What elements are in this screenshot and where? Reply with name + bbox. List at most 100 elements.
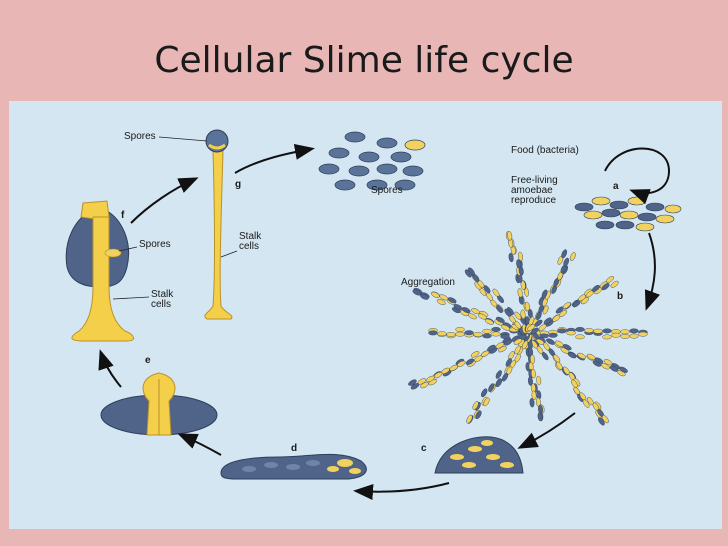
aggregating-amoeba	[543, 317, 552, 325]
label-free-living-1: Free-living	[511, 175, 558, 186]
aggregating-amoeba	[492, 288, 500, 297]
arrow-f-to-g	[130, 177, 199, 224]
aggregating-amoeba	[482, 328, 492, 334]
aggregating-amoeba	[536, 375, 542, 386]
aggregating-amoeba	[602, 415, 609, 424]
aggregating-amoeba	[619, 366, 628, 373]
aggregating-amoeba	[520, 280, 526, 290]
aggregating-amoeba	[610, 280, 619, 288]
arrow-b-to-c	[517, 412, 576, 449]
aggregating-amoeba	[483, 397, 490, 407]
aggregating-amoeba	[541, 289, 548, 299]
stage-label-a: a	[613, 181, 619, 192]
label-free-living-2: amoebae	[511, 185, 553, 196]
aggregating-amoeba	[606, 276, 614, 283]
label-stalk-g-2: cells	[239, 241, 259, 252]
aggregating-amoeba	[501, 372, 509, 382]
stage-label-b: b	[617, 291, 623, 302]
aggregating-amoeba	[629, 333, 639, 339]
aggregating-amoeba	[503, 339, 513, 346]
aggregating-amoeba	[498, 345, 507, 353]
aggregating-amoeba	[611, 332, 621, 338]
aggregating-amoeba	[475, 410, 482, 420]
aggregating-amoeba	[437, 331, 447, 337]
aggregating-amoeba	[436, 299, 446, 305]
aggregating-amoeba	[495, 316, 505, 323]
aggregating-amoeba	[638, 331, 648, 337]
stage-d-slug	[220, 453, 367, 480]
life-cycle-diagram: Spores g Stalk cells Spores Food (bacter…	[65, 129, 682, 500]
aggregating-amoeba	[569, 252, 576, 262]
aggregating-amoeba	[495, 378, 503, 388]
label-spores-cluster: Spores	[371, 185, 403, 196]
aggregating-amoeba	[481, 388, 488, 398]
aggregating-amoeba	[518, 334, 528, 340]
aggregating-amoeba	[620, 333, 630, 339]
aggregating-amoeba	[428, 330, 438, 336]
aggregating-amoeba	[598, 417, 605, 426]
aggregating-amoeba	[629, 328, 639, 334]
aggregating-amoeba	[455, 327, 465, 332]
spores-f-leader-line	[118, 246, 138, 252]
stage-b-aggregation	[408, 231, 648, 426]
aggregating-amoeba	[593, 328, 603, 334]
aggregating-amoeba	[541, 352, 549, 361]
aggregating-amoeba	[517, 288, 523, 298]
aggregating-amoeba	[594, 357, 604, 364]
aggregating-amoeba	[601, 363, 610, 370]
stalk-g-leader-line	[220, 250, 238, 258]
aggregating-amoeba	[426, 375, 435, 383]
stage-a-amoebae	[574, 196, 682, 232]
aggregating-amoeba	[530, 368, 536, 379]
slide-title: Cellular Slime life cycle	[154, 40, 574, 81]
aggregating-amoeba	[470, 351, 480, 358]
stage-e-culmination	[100, 372, 218, 436]
aggregating-amoeba	[500, 334, 510, 339]
aggregating-amoeba	[582, 399, 590, 408]
aggregating-amoeba	[486, 292, 494, 301]
aggregating-amoeba	[530, 327, 539, 335]
aggregating-amoeba	[518, 251, 523, 262]
aggregating-amoeba	[491, 331, 501, 337]
aggregating-amoeba	[482, 333, 492, 339]
aggregating-amoeba	[562, 302, 571, 309]
aggregating-amoeba	[446, 331, 456, 337]
stage-label-d: d	[291, 443, 297, 454]
arrow-d-to-e	[177, 433, 222, 456]
aggregating-amoeba	[534, 319, 543, 327]
aggregating-amoeba	[412, 289, 422, 296]
label-stalk-g-1: Stalk	[239, 231, 262, 242]
aggregating-amoeba	[602, 328, 612, 334]
aggregating-amoeba	[575, 326, 585, 332]
label-spores-top: Spores	[124, 131, 156, 142]
stage-f-fruiting-body	[65, 200, 134, 342]
aggregating-amoeba	[575, 334, 585, 340]
aggregating-amoeba	[571, 379, 578, 388]
aggregating-amoeba	[567, 352, 577, 359]
aggregating-amoeba	[488, 383, 495, 392]
aggregating-amoeba	[514, 345, 521, 355]
aggregating-amoeba	[584, 328, 594, 333]
aggregating-amoeba	[508, 252, 514, 263]
aggregating-amoeba	[507, 231, 513, 241]
aggregating-amoeba	[601, 283, 610, 291]
aggregating-amoeba	[527, 376, 533, 386]
aggregating-amoeba	[484, 318, 494, 325]
aggregating-amoeba	[501, 324, 510, 331]
aggregating-amoeba	[473, 331, 483, 337]
aggregating-amoeba	[466, 414, 473, 424]
aggregating-amoeba	[566, 330, 576, 336]
aggregating-amoeba	[620, 329, 630, 335]
label-spores-fruiting: Spores	[139, 239, 171, 250]
aggregating-amoeba	[491, 326, 501, 332]
aggregating-amoeba	[531, 390, 537, 400]
arrow-c-to-d	[353, 482, 450, 500]
aggregating-amoeba	[577, 352, 587, 359]
label-stalk-f-1: Stalk	[151, 289, 174, 300]
diagram-panel: Spores g Stalk cells Spores Food (bacter…	[9, 101, 722, 529]
aggregating-amoeba	[495, 370, 502, 379]
aggregating-amoeba	[529, 398, 535, 408]
aggregating-amoeba	[602, 334, 612, 340]
aggregating-amoeba	[591, 284, 600, 292]
label-aggregation: Aggregation	[401, 277, 455, 288]
